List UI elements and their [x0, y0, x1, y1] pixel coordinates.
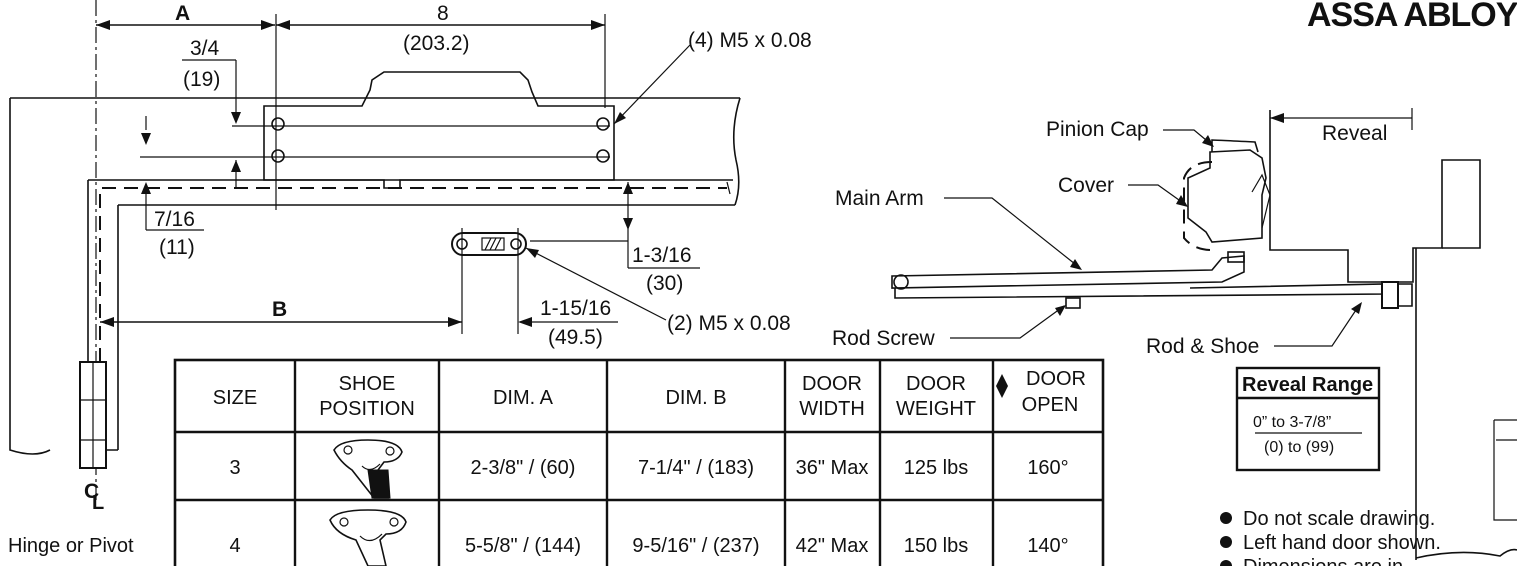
header-door-weight-2: WEIGHT [896, 398, 976, 420]
notes-list: Do not scale drawing. Left hand door sho… [1220, 508, 1441, 566]
dim-3-4-label: 3/4 [190, 37, 220, 60]
closer-side-view: Reveal Pinion Cap Cover Main Arm Rod Scr… [832, 108, 1517, 560]
dim-1-3-16-label: 1-3/16 [632, 244, 692, 267]
note-3: Dimensions are in [1243, 556, 1403, 566]
header-size: SIZE [213, 387, 257, 409]
bullet-icon [1220, 512, 1232, 524]
row2-size: 4 [229, 535, 240, 557]
centerline-sub: L [92, 492, 104, 514]
header-dim-a: DIM. A [493, 387, 554, 409]
row1-door-weight: 125 lbs [904, 457, 969, 479]
dim-1-15-16-mm: (49.5) [548, 326, 603, 349]
shoe [1381, 281, 1399, 309]
row2-dim-b: 9-5/16" / (237) [632, 535, 759, 557]
reveal-range-line1: 0” to 3-7/8” [1253, 414, 1331, 431]
dim-1-15-16-label: 1-15/16 [540, 297, 611, 320]
dim-8-label: 8 [437, 2, 449, 25]
header-door-open-2: OPEN [1022, 394, 1079, 416]
dim-8-mm: (203.2) [403, 32, 470, 55]
row1-size: 3 [229, 457, 240, 479]
mounting-hole [271, 149, 285, 163]
closer-side-body [1187, 149, 1267, 243]
header-door-width-1: DOOR [802, 373, 862, 395]
pinion-cap [1211, 139, 1259, 153]
mounting-hole [271, 117, 285, 131]
main-arm-label: Main Arm [835, 187, 924, 210]
row1-dim-a: 2-3/8" / (60) [471, 457, 576, 479]
row2-door-open: 140° [1027, 535, 1068, 557]
door-top-view: A 8 (203.2) 3/4 (19) 7/16 (11) 1-3/16 (3… [8, 0, 812, 557]
main-arm [891, 255, 1245, 289]
note-2: Left hand door shown. [1243, 532, 1441, 554]
centerline-symbol: C [84, 480, 99, 503]
header-shoe: SHOE [339, 373, 396, 395]
closer-body [263, 71, 615, 189]
frame-break-line [732, 97, 741, 206]
diamond-icon [996, 374, 1008, 398]
row2-dim-a: 5-5/8" / (144) [465, 535, 581, 557]
reveal-range-title: Reveal Range [1242, 374, 1373, 396]
cover-dashed [1183, 161, 1213, 251]
dim-7-16-mm: (11) [159, 236, 195, 259]
row1-door-width: 36" Max [796, 457, 869, 479]
reveal-label: Reveal [1322, 122, 1387, 145]
hinge-or-pivot-caption: Hinge or Pivot [8, 535, 134, 557]
header-door-weight-1: DOOR [906, 373, 966, 395]
spec-table: SIZE SHOE POSITION DIM. A DIM. B DOOR WI… [173, 358, 1105, 566]
header-position: POSITION [319, 398, 415, 420]
row2-door-width: 42" Max [796, 535, 869, 557]
shoe-position-icon [329, 509, 407, 566]
frame-left-edge [9, 98, 51, 455]
shoe-position-icon [333, 439, 403, 499]
row2-door-weight: 150 lbs [904, 535, 969, 557]
dim-7-16-label: 7/16 [154, 208, 195, 231]
screw-2-callout: (2) M5 x 0.08 [667, 312, 791, 335]
row1-dim-b: 7-1/4" / (183) [638, 457, 754, 479]
rod-screw [1065, 297, 1081, 309]
dim-3-4-mm: (19) [183, 68, 220, 91]
reveal-range-line2: (0) to (99) [1264, 439, 1334, 456]
bullet-icon [1220, 536, 1232, 548]
row1-door-open: 160° [1027, 457, 1068, 479]
cover-label: Cover [1058, 174, 1114, 197]
brand-logo: ASSA ABLOY [1307, 0, 1517, 34]
dim-a-label: A [175, 2, 190, 25]
mounting-hole [596, 117, 610, 131]
header-door-open-1: DOOR [1026, 368, 1086, 390]
header-dim-b: DIM. B [665, 387, 726, 409]
mounting-hole [596, 149, 610, 163]
dim-b-label: B [272, 298, 287, 321]
screw-4-callout: (4) M5 x 0.08 [688, 29, 812, 52]
header-door-width-2: WIDTH [799, 398, 865, 420]
dim-1-3-16-mm: (30) [646, 272, 683, 295]
pinion-cap-label: Pinion Cap [1046, 118, 1149, 141]
bullet-icon [1220, 560, 1232, 566]
rod-shoe-label: Rod & Shoe [1146, 335, 1259, 358]
frame-header [1269, 110, 1460, 283]
rod-screw-label: Rod Screw [832, 327, 936, 350]
reveal-range-box: Reveal Range 0” to 3-7/8” (0) to (99) [1235, 366, 1381, 472]
note-1: Do not scale drawing. [1243, 508, 1435, 530]
